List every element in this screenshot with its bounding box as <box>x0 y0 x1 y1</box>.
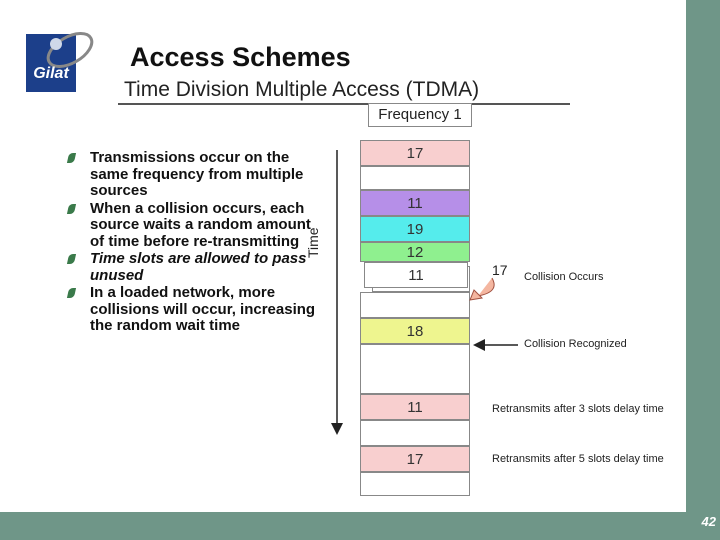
time-slot: 11 <box>360 394 470 420</box>
svg-text:Gilat: Gilat <box>33 65 69 82</box>
time-axis-label: Time <box>305 227 321 258</box>
time-slot-label: 17 <box>406 451 424 468</box>
time-slot: 11 <box>364 262 468 288</box>
time-slot: 19 <box>360 216 470 242</box>
page-number: 42 <box>701 514 716 529</box>
page-title: Access Schemes <box>130 42 351 72</box>
collision-arrowhead <box>469 289 484 301</box>
bullet-item: Transmissions occur on the same frequenc… <box>66 149 316 200</box>
bullet-icon <box>66 254 77 264</box>
time-slot: 17 <box>360 446 470 472</box>
time-slot-label: 18 <box>406 323 424 340</box>
bullet-icon <box>66 203 77 214</box>
time-slot-label: 11 <box>408 267 424 284</box>
time-slot-label: 11 <box>407 399 423 416</box>
bullet-text: Time slots are allowed to pass unused <box>90 250 307 284</box>
subtitle-underline <box>118 103 570 105</box>
bullet-item: When a collision occurs, each source wai… <box>66 199 316 251</box>
bullet-item: Time slots are allowed to pass unused <box>66 250 316 284</box>
bullet-icon <box>66 288 77 298</box>
bullet-text: When a collision occurs, each source wai… <box>90 199 311 250</box>
collision-curved-arrow <box>477 277 495 297</box>
bullet-icon <box>66 153 77 163</box>
time-slot-label: 19 <box>406 221 424 238</box>
time-slot <box>360 344 470 394</box>
time-slot-label: 17 <box>406 145 424 162</box>
frequency-label: Frequency 1 <box>368 103 472 127</box>
time-slot-label: 12 <box>406 244 424 261</box>
page-subtitle: Time Division Multiple Access (TDMA) <box>124 78 480 101</box>
bullet-text: In a loaded network, more collisions wil… <box>90 284 316 334</box>
bullet-list: Transmissions occur on the same frequenc… <box>66 149 316 336</box>
bullet-text: Transmissions occur on the same frequenc… <box>90 149 304 199</box>
collision-recognized-label: Collision Recognized <box>524 338 627 350</box>
right-decor-band <box>686 0 720 540</box>
time-slot: 11 <box>360 190 470 216</box>
time-slot <box>360 292 470 318</box>
time-slot-label: 11 <box>407 195 423 212</box>
collision-occurs-label: Collision Occurs <box>524 271 604 283</box>
time-slot: 18 <box>360 318 470 344</box>
retransmit-3-label: Retransmits after 3 slots delay time <box>492 403 664 415</box>
bottom-decor-band <box>0 512 720 540</box>
retransmit-5-label: Retransmits after 5 slots delay time <box>492 453 664 465</box>
time-slot: 17 <box>360 140 470 166</box>
time-slot <box>360 166 470 190</box>
bullet-item: In a loaded network, more collisions wil… <box>66 284 316 335</box>
time-slot <box>360 472 470 496</box>
gilat-logo: Gilat <box>26 26 102 96</box>
time-slot <box>360 420 470 446</box>
collision-packet-label: 17 <box>492 262 508 278</box>
time-slot: 12 <box>360 242 470 262</box>
